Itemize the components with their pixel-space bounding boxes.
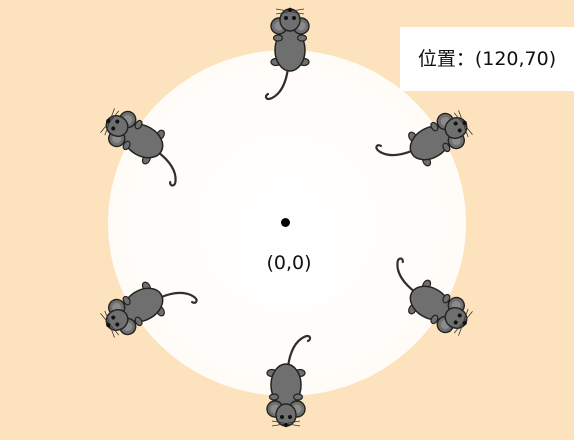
mouse-sprite-upper-right[interactable]	[374, 88, 485, 198]
origin-label: (0,0)	[245, 232, 333, 294]
position-readout: 位置：(120,70)	[400, 27, 574, 91]
mouse-sprite-lower-right[interactable]	[375, 248, 485, 358]
mouse-sprite-bottom[interactable]	[236, 330, 336, 440]
center-point-marker	[281, 218, 290, 227]
mouse-sprite-top[interactable]	[240, 0, 340, 105]
mouse-sprite-upper-left[interactable]	[88, 86, 198, 196]
mouse-sprite-lower-left[interactable]	[88, 250, 199, 360]
position-text: 位置：(120,70)	[417, 47, 557, 70]
origin-text: (0,0)	[266, 251, 312, 274]
